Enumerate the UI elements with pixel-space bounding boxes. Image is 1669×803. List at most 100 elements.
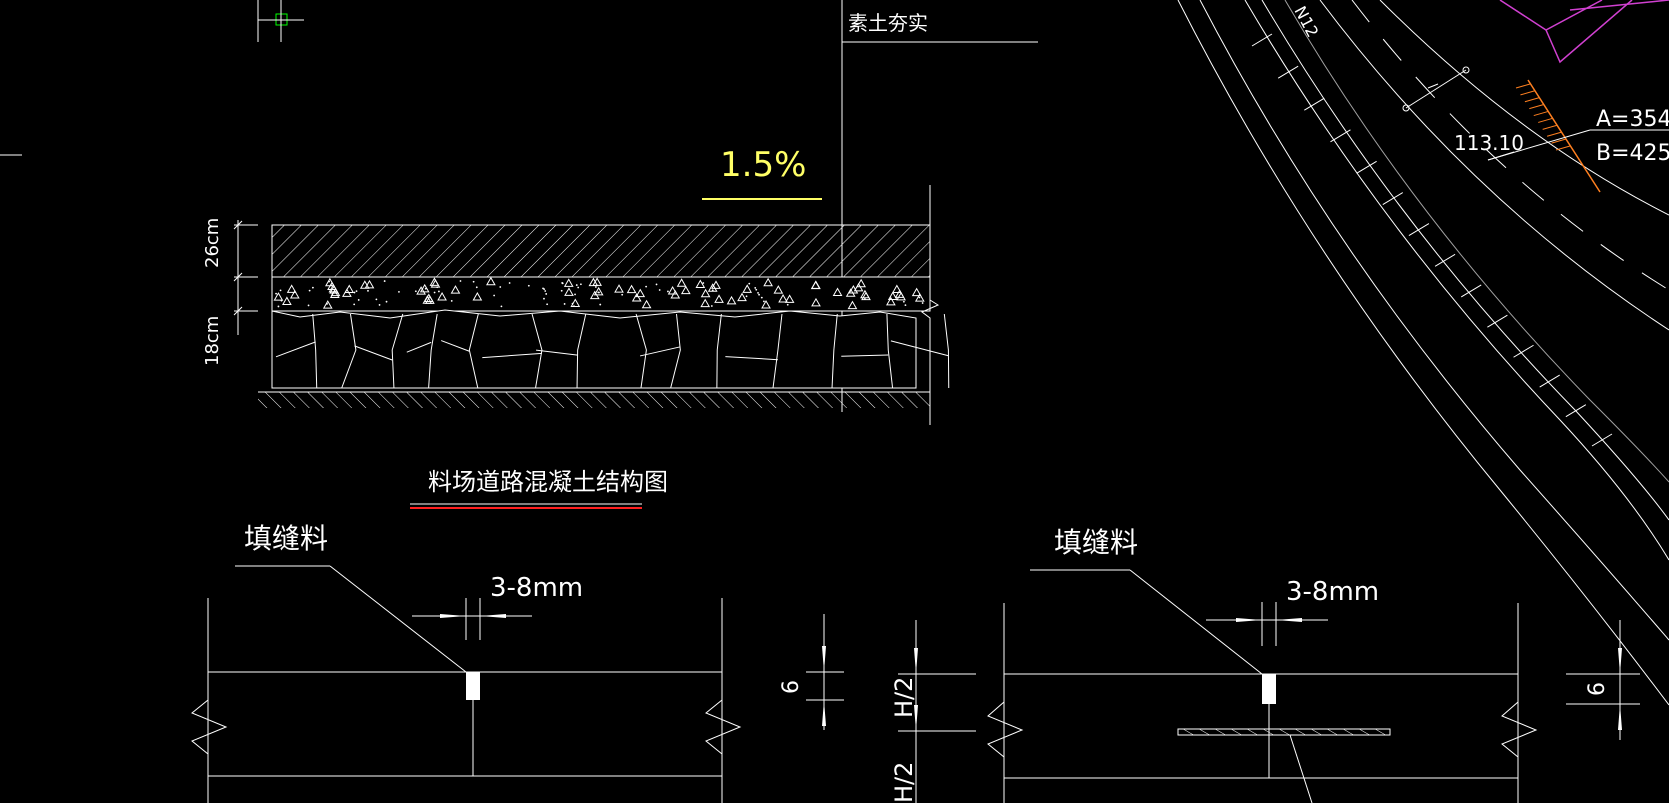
- aggregate-triangle: [773, 285, 784, 294]
- road-tick: [1513, 344, 1534, 358]
- rubble-joint: [716, 313, 722, 389]
- orange-tick: [1551, 138, 1566, 144]
- fill-material-left-text: 填缝料: [244, 522, 328, 555]
- aggregate-dot: [375, 298, 378, 301]
- aggregate-triangle: [626, 284, 637, 294]
- aggregate-dot: [902, 300, 905, 303]
- aggregate-triangle: [364, 279, 375, 289]
- aggregate-dot: [655, 283, 658, 286]
- aggregate-triangle: [700, 288, 711, 298]
- aggregate-triangle: [761, 300, 771, 309]
- aggregate-dot: [560, 289, 563, 292]
- aggregate-triangle: [914, 293, 925, 302]
- aggregate-dot: [786, 303, 789, 306]
- aggregate-dot: [763, 300, 765, 303]
- aggregate-triangle: [853, 282, 864, 292]
- aggregate-triangle: [344, 284, 355, 294]
- rubble-joint: [428, 313, 438, 389]
- aggregate-triangle: [593, 286, 604, 296]
- half-h-dimension: [898, 620, 976, 803]
- aggregate-dot: [757, 291, 759, 294]
- aggregate-dot: [398, 291, 400, 293]
- aggregate-triangle: [707, 283, 718, 292]
- aggregate-triangle: [422, 295, 433, 304]
- aggregate-dot: [527, 284, 530, 287]
- rubble-joint: [841, 354, 889, 357]
- aggregate-dot: [702, 282, 705, 284]
- station-text: 113.10: [1454, 131, 1524, 155]
- aggregate-dot: [918, 296, 921, 299]
- sealant-block-left: [466, 672, 480, 700]
- rubble-layer: [271, 309, 917, 389]
- orange-tick: [1538, 117, 1553, 123]
- rubble-joint: [531, 313, 543, 389]
- aggregate-triangle: [667, 285, 678, 295]
- aggregate-triangle: [680, 285, 691, 295]
- aggregate-dot: [904, 304, 907, 306]
- aggregate-dot: [580, 283, 582, 286]
- aggregate-triangle: [810, 280, 821, 290]
- aggregate-dot: [450, 300, 453, 302]
- aggregate-triangle: [886, 296, 896, 306]
- aggregate-dot: [307, 304, 310, 307]
- half-h-top-text: H/2: [890, 677, 918, 718]
- aggregate-dot: [308, 289, 311, 292]
- drawing-title: 料场道路混凝土结构图: [428, 468, 668, 496]
- rubble-joint: [670, 313, 681, 389]
- orange-tick: [1546, 131, 1562, 137]
- aggregate-triangle: [614, 284, 624, 293]
- road-tick: [1487, 314, 1508, 328]
- aggregate-dot: [383, 280, 386, 282]
- aggregate-triangle: [631, 292, 642, 302]
- orange-tick-marks: [1515, 83, 1571, 151]
- aggregate-triangle: [695, 279, 706, 289]
- orange-tick: [1520, 90, 1535, 96]
- aggregate-triangle: [778, 294, 788, 303]
- aggregate-dot: [279, 289, 282, 292]
- aggregate-dot: [472, 280, 475, 283]
- ground-hatch: [258, 392, 930, 408]
- aggregate-triangle: [861, 291, 871, 301]
- aggregate-dot: [545, 293, 548, 295]
- orange-tick: [1542, 124, 1557, 130]
- aggregate-dot: [414, 290, 417, 293]
- aggregate-triangle: [714, 294, 724, 303]
- rubble-joint: [725, 356, 778, 361]
- aggregate-dot: [385, 300, 388, 303]
- road-marker-text: N12: [1290, 3, 1322, 40]
- aggregate-dot: [500, 305, 503, 308]
- aggregate-dot: [594, 286, 597, 288]
- aggregate-dot: [546, 303, 549, 306]
- half-h-bottom-text: H/2: [890, 762, 918, 803]
- road-tick: [1356, 160, 1377, 174]
- road-tick: [1251, 33, 1273, 47]
- aggregate-dot: [577, 286, 580, 289]
- orange-tick: [1555, 145, 1571, 151]
- rubble-joint: [886, 313, 894, 389]
- aggregate-triangle: [588, 277, 599, 287]
- aggregate-dot: [543, 288, 546, 291]
- aggregate-dot: [563, 303, 566, 305]
- aggregate-triangle: [847, 300, 858, 310]
- dim-top-text: 26cm: [202, 218, 223, 268]
- joint-detail-right: [987, 569, 1640, 803]
- aggregate-triangle: [282, 296, 292, 305]
- aggregate-dot: [667, 290, 669, 293]
- aggregate-dot: [575, 284, 578, 286]
- rubble-pattern: [275, 313, 950, 389]
- aggregate-dot: [544, 290, 547, 292]
- road-tick: [1565, 404, 1587, 418]
- aggregate-dot: [754, 287, 757, 289]
- concrete-layer: [271, 224, 931, 278]
- aggregate-dot: [748, 282, 751, 285]
- rubble-joint: [831, 313, 838, 389]
- orange-tick: [1529, 104, 1544, 110]
- road-tick: [1277, 65, 1299, 79]
- aggregate-triangle: [563, 278, 574, 287]
- aggregate-triangle: [811, 297, 821, 307]
- aggregate-dot: [710, 305, 713, 307]
- orange-tick: [1533, 111, 1548, 117]
- aggregate-triangle: [700, 298, 711, 308]
- aggregate-dot: [499, 286, 502, 288]
